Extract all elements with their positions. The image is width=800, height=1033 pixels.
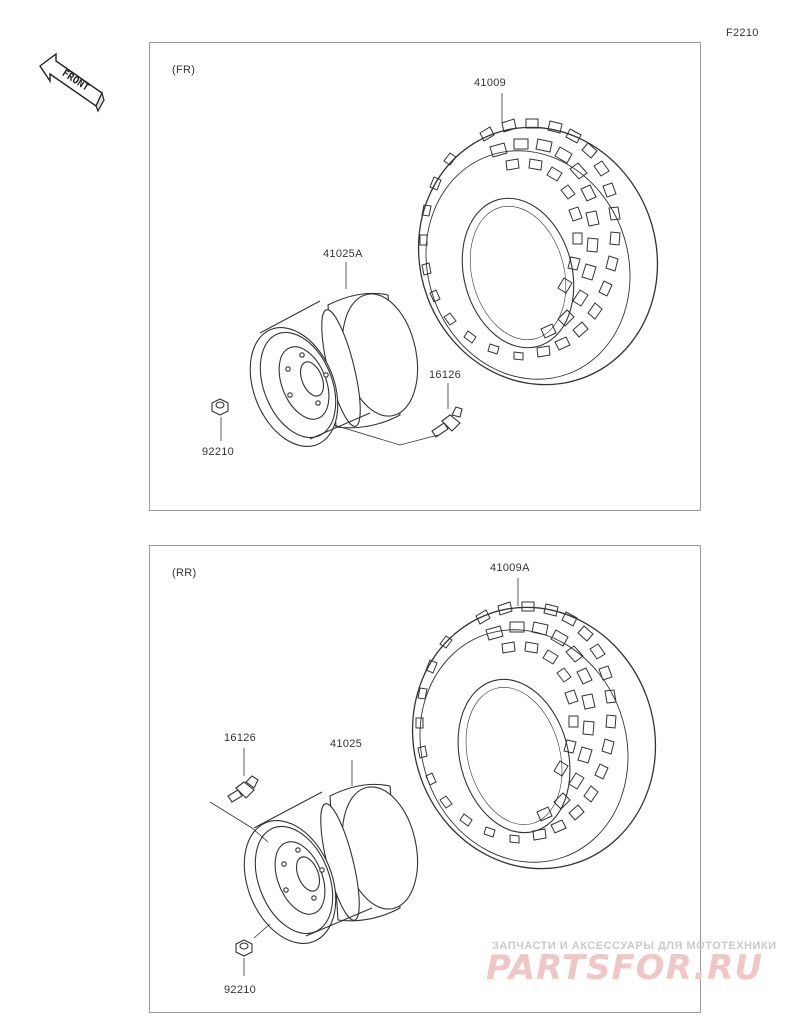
section-label-fr: (FR)	[172, 64, 196, 76]
panel-front-wheel: (FR)	[149, 42, 701, 511]
valve-16126-drawing	[431, 406, 463, 438]
part-number-wheel-rear: 41025	[330, 738, 363, 750]
wheel-41025-drawing	[243, 783, 419, 944]
part-number-tire: 41009	[474, 77, 507, 89]
front-arrow-icon: FRONT	[34, 48, 106, 118]
part-number-valve-rear: 16126	[224, 732, 257, 744]
panel-rear-wheel: (RR)	[149, 545, 701, 1013]
wheel-41025a-drawing	[249, 292, 419, 447]
part-number-tire-rear: 41009A	[490, 562, 530, 574]
watermark-brand: PARTSFOR.RU	[486, 948, 764, 988]
tire-41009a-drawing	[411, 601, 657, 870]
part-number-valve: 16126	[429, 369, 462, 381]
front-wheel-assembly-drawing	[211, 93, 659, 447]
figure-code: F2210	[726, 27, 759, 39]
section-label-rr: (RR)	[172, 567, 197, 579]
tire-41009-drawing	[417, 118, 659, 386]
nut-92210-drawing	[211, 398, 229, 416]
leader-lines-rr	[209, 578, 519, 976]
part-number-nut-rear: 92210	[224, 984, 257, 996]
part-number-wheel: 41025A	[323, 248, 363, 260]
valve-16126-rear-drawing	[227, 775, 259, 803]
watermark-caption: ЗАПЧАСТИ И АКСЕССУАРЫ ДЛЯ МОТОТЕХНИКИ	[492, 940, 777, 952]
nut-92210-rear-drawing	[235, 939, 253, 957]
rear-wheel-assembly-drawing	[209, 578, 657, 976]
part-number-nut: 92210	[202, 446, 235, 458]
leader-lines-fr	[220, 93, 503, 446]
